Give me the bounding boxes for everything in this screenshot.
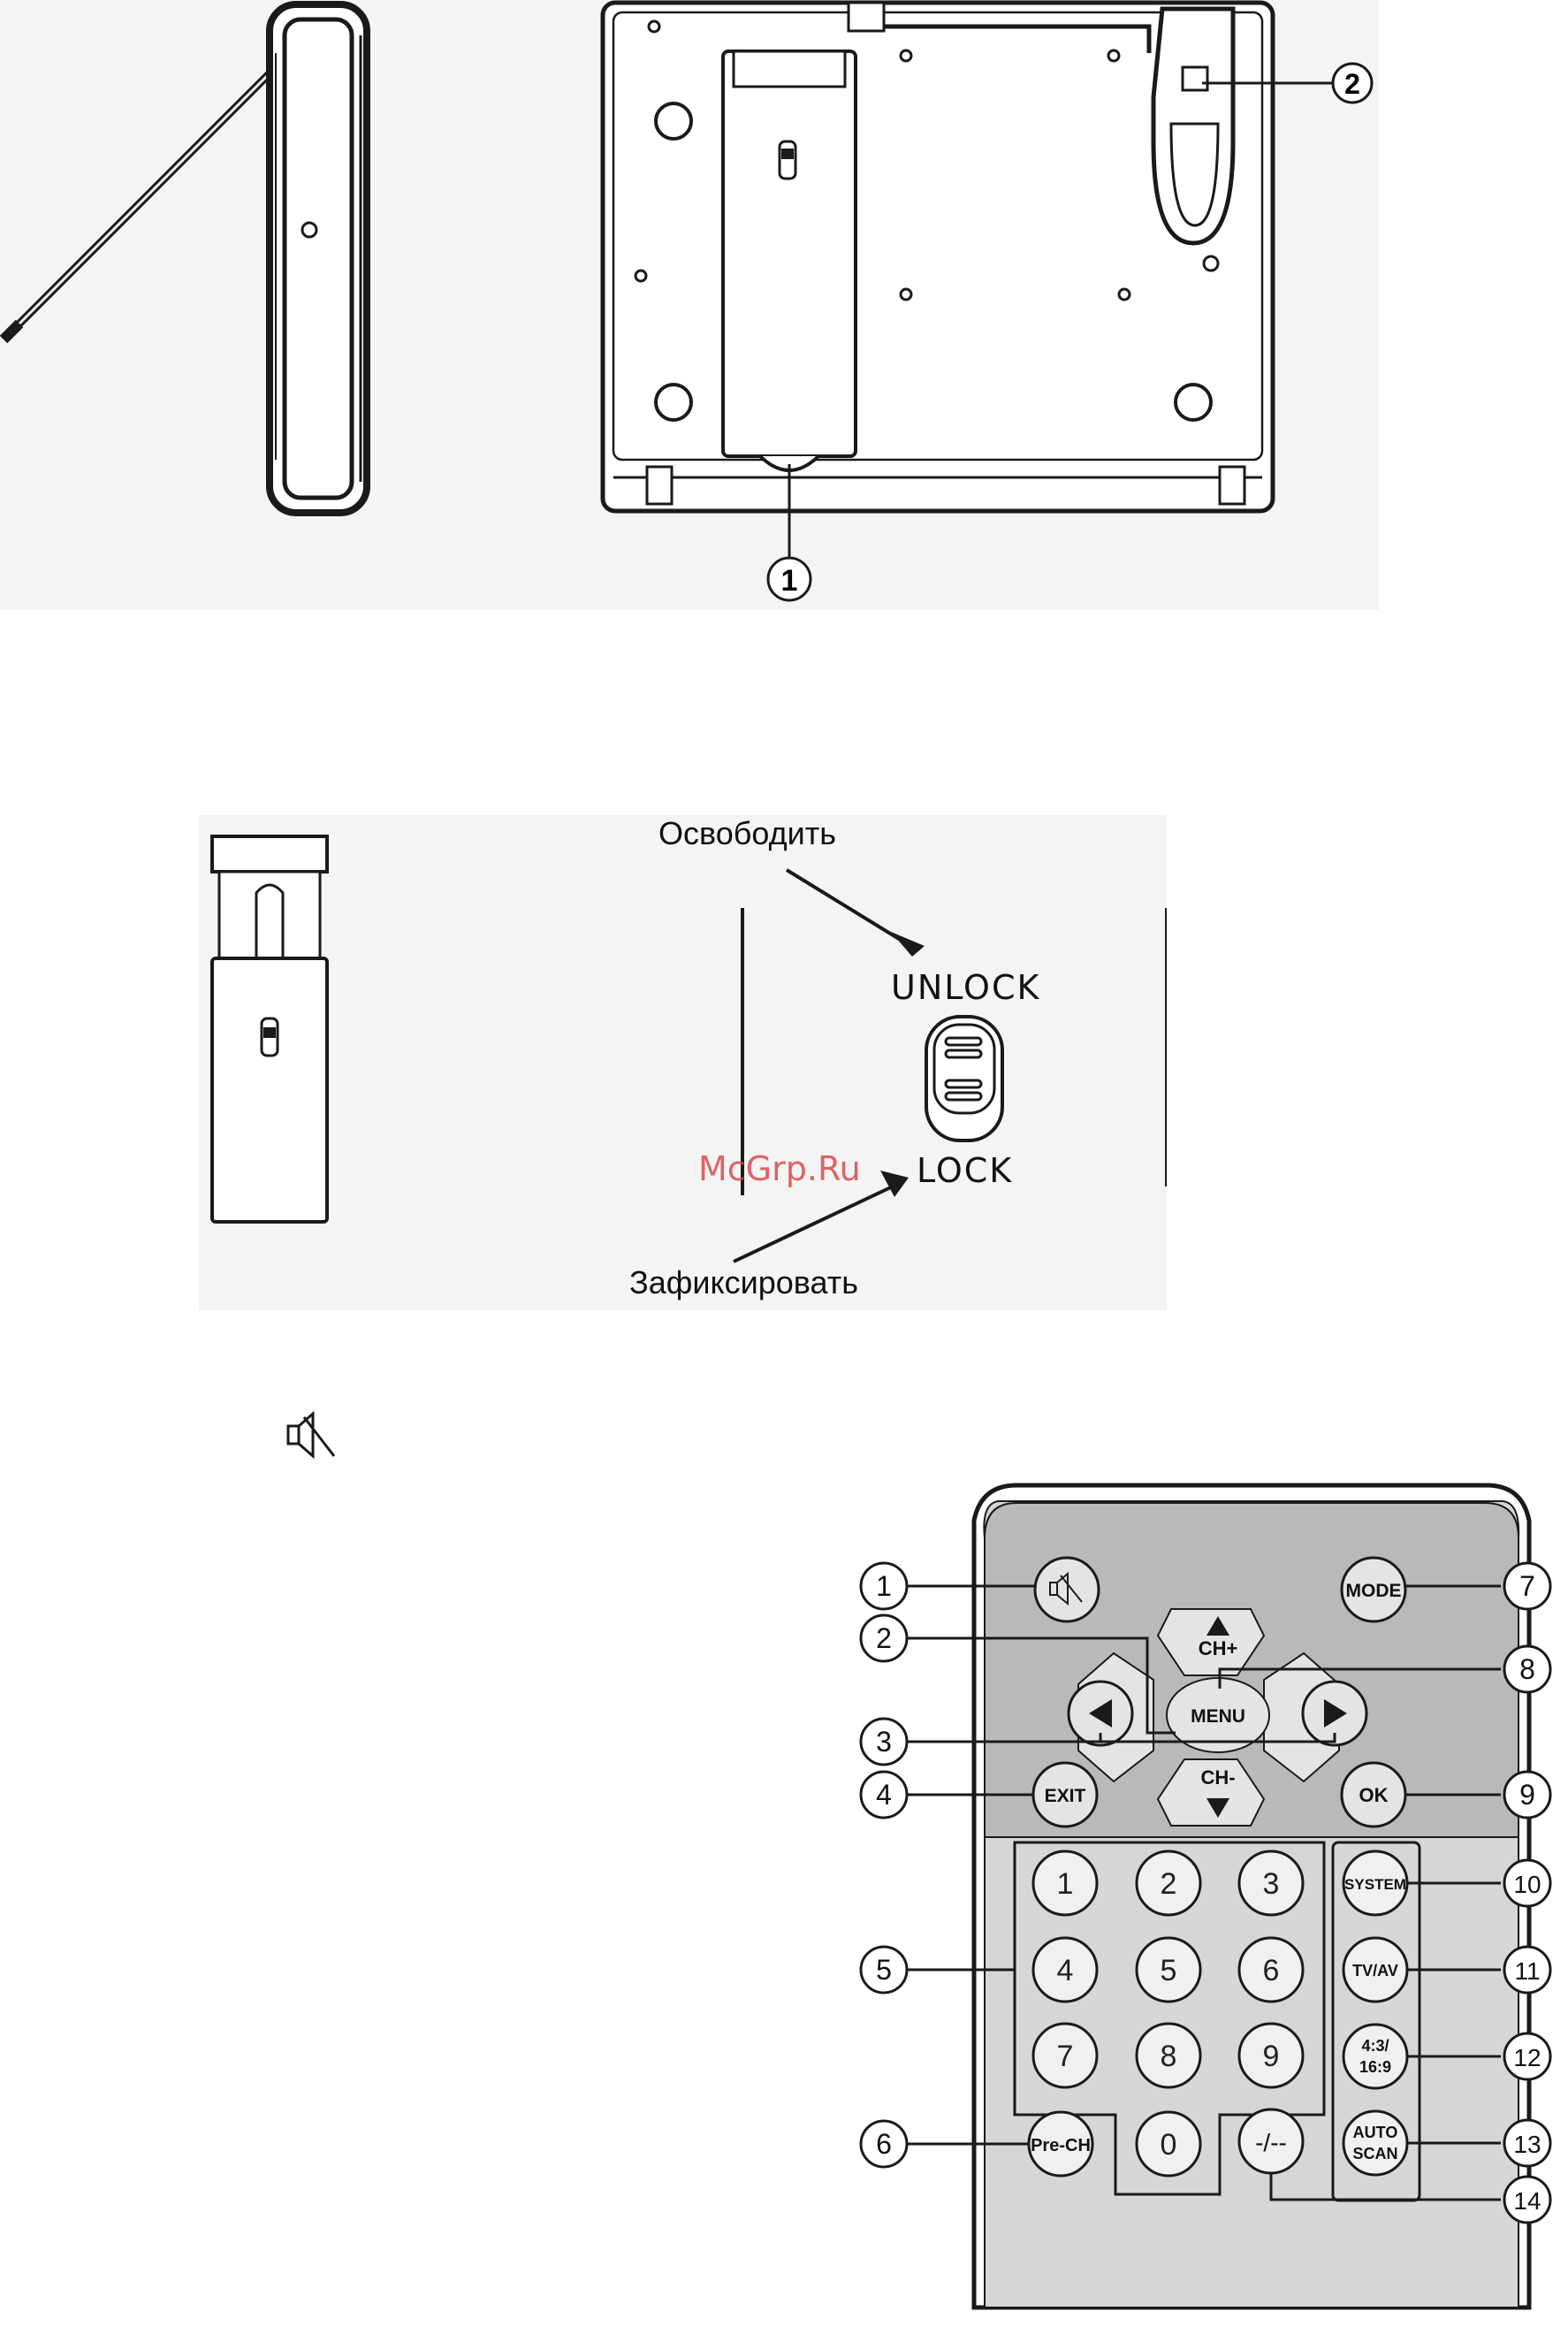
remote-callout-2: 2 bbox=[876, 1622, 892, 1654]
aspect-button-line1[interactable]: 4:3/ bbox=[1361, 2037, 1389, 2055]
digit-7-button[interactable]: 7 bbox=[1057, 2040, 1074, 2073]
digit-2-button[interactable]: 2 bbox=[1161, 1867, 1177, 1901]
remote-callout-10: 10 bbox=[1513, 1871, 1541, 1898]
mode-button[interactable]: MODE bbox=[1346, 1581, 1402, 1601]
system-button[interactable]: SYSTEM bbox=[1344, 1876, 1406, 1893]
remote-callout-13: 13 bbox=[1513, 2131, 1541, 2158]
ch-minus-button[interactable]: CH- bbox=[1200, 1766, 1235, 1789]
callout-2: 2 bbox=[1333, 64, 1372, 103]
release-label: Освободить bbox=[658, 815, 836, 852]
remote-callout-1: 1 bbox=[876, 1570, 892, 1602]
aspect-button-line2[interactable]: 16:9 bbox=[1359, 2058, 1391, 2076]
remote-callout-3: 3 bbox=[876, 1726, 892, 1758]
tvav-button[interactable]: TV/AV bbox=[1352, 1962, 1398, 1979]
digit-6-button[interactable]: 6 bbox=[1263, 1954, 1280, 1987]
digit-4-button[interactable]: 4 bbox=[1057, 1954, 1074, 1987]
autoscan-button-line1[interactable]: AUTO bbox=[1353, 2124, 1398, 2141]
remote-callout-4: 4 bbox=[876, 1779, 892, 1811]
remote-callout-14: 14 bbox=[1513, 2187, 1541, 2215]
fix-label: Зафиксировать bbox=[629, 1264, 858, 1301]
remote-callout-11: 11 bbox=[1514, 1957, 1540, 1985]
digit-0-button[interactable]: 0 bbox=[1161, 2128, 1177, 2162]
unlock-label: UNLOCK bbox=[891, 968, 1040, 1007]
digit-8-button[interactable]: 8 bbox=[1161, 2040, 1177, 2073]
svg-text:2: 2 bbox=[1344, 68, 1360, 100]
mute-icon bbox=[285, 1410, 338, 1460]
remote-callout-5: 5 bbox=[876, 1954, 892, 1986]
ch-plus-button[interactable]: CH+ bbox=[1199, 1637, 1238, 1659]
digit-1-button[interactable]: 1 bbox=[1057, 1867, 1074, 1901]
svg-text:1: 1 bbox=[781, 564, 798, 598]
prech-button[interactable]: Pre-CH bbox=[1031, 2136, 1091, 2155]
remote-callout-6: 6 bbox=[876, 2128, 892, 2160]
stand-extended-view bbox=[199, 815, 376, 1310]
remote-callout-8: 8 bbox=[1519, 1653, 1535, 1685]
remote-callout-9: 9 bbox=[1519, 1779, 1535, 1811]
digit-9-button[interactable]: 9 bbox=[1263, 2040, 1280, 2073]
lock-label: LOCK bbox=[917, 1151, 1013, 1190]
exit-button[interactable]: EXIT bbox=[1045, 1786, 1086, 1806]
remote-callout-7: 7 bbox=[1519, 1570, 1535, 1602]
digit-5-button[interactable]: 5 bbox=[1161, 1954, 1177, 1987]
autoscan-button-line2[interactable]: SCAN bbox=[1352, 2145, 1397, 2162]
menu-button[interactable]: MENU bbox=[1191, 1706, 1245, 1727]
watermark: McGrp.Ru bbox=[698, 1149, 861, 1188]
ok-button[interactable]: OK bbox=[1359, 1784, 1389, 1806]
dash-button[interactable]: -/-- bbox=[1255, 2129, 1287, 2156]
remote-callout-12: 12 bbox=[1513, 2044, 1541, 2071]
tv-side-view bbox=[0, 0, 389, 610]
digit-3-button[interactable]: 3 bbox=[1263, 1867, 1280, 1901]
lock-switch-diagram bbox=[707, 815, 1167, 1310]
callout-1: 1 bbox=[768, 558, 811, 600]
tv-back-view: 1 2 bbox=[583, 0, 1379, 610]
remote-control: MODE CH+ MENU CH- EXIT OK SYSTEM TV/AV 4… bbox=[849, 1468, 1568, 2334]
